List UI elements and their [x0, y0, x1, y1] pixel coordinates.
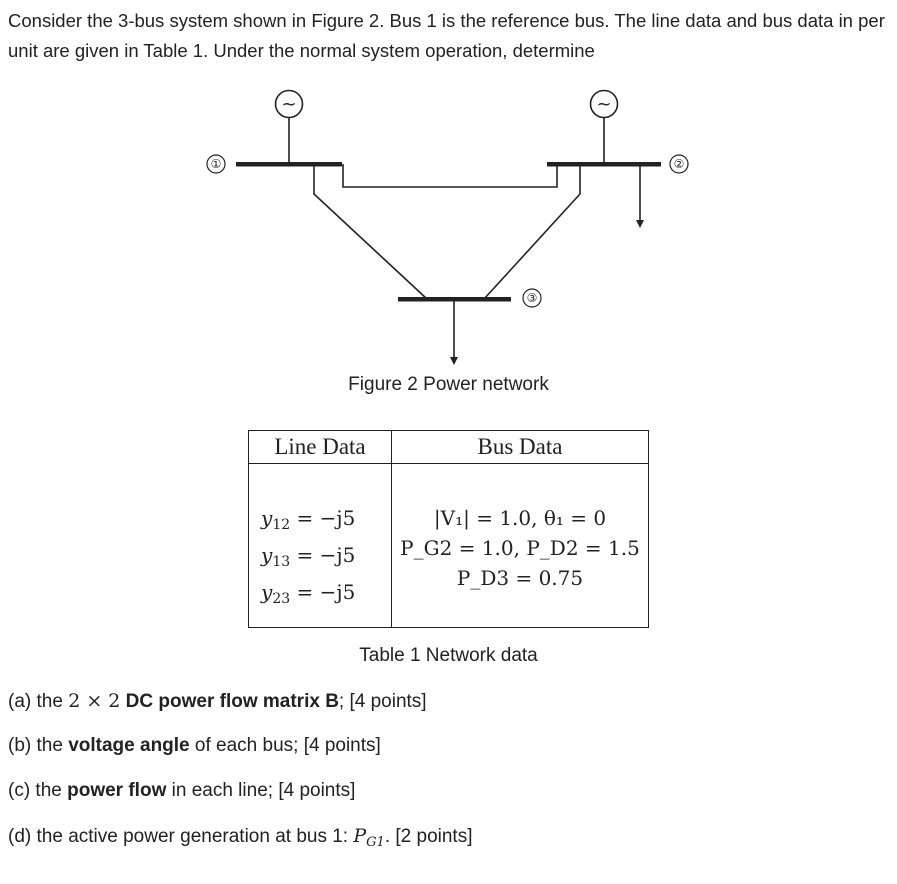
table-caption: Table 1 Network data: [359, 645, 538, 666]
bus-3-bar: [398, 297, 511, 302]
generator-1-icon: [274, 89, 304, 119]
generator-1-symbol: ~: [281, 94, 296, 115]
bus-3-label: ③: [527, 291, 538, 305]
load-arrow-3: [450, 357, 458, 365]
load-arrow-2: [636, 220, 644, 228]
generator-2-symbol: ~: [596, 94, 611, 115]
header-line-data: Line Data: [274, 434, 366, 459]
power-network-diagram: ~ ~ ① ② ③: [206, 89, 689, 365]
problem-statement: Consider the 3-bus system shown in Figur…: [8, 10, 885, 61]
figure-caption: Figure 2 Power network: [348, 374, 549, 395]
generator-2-icon: [589, 89, 619, 119]
question-d: (d) the active power generation at bus 1…: [8, 825, 473, 850]
question-c: (c) the power flow in each line; [4 poin…: [8, 780, 356, 801]
bus-data-row: |V₁| = 1.0, θ₁ = 0: [433, 506, 607, 530]
header-bus-data: Bus Data: [477, 434, 563, 459]
line-data-row: y13 = −j5: [261, 543, 356, 570]
line-data-row: y12 = −j5: [261, 506, 356, 533]
bus-data-row: P_D3 = 0.75: [456, 566, 584, 590]
bus-data-cell: |V₁| = 1.0, θ₁ = 0 P_G2 = 1.0, P_D2 = 1.…: [392, 503, 648, 593]
bus-1-label: ①: [211, 157, 222, 171]
bus-2-label: ②: [674, 157, 685, 171]
bus-2-bar: [547, 162, 661, 167]
line-data-cell: y12 = −j5 y13 = −j5 y23 = −j5: [261, 503, 355, 614]
line-data-row: y23 = −j5: [261, 580, 356, 607]
question-b: (b) the voltage angle of each bus; [4 po…: [8, 735, 381, 756]
bus-1-bar: [236, 162, 342, 167]
question-a: (a) the 2 × 2 DC power flow matrix B; [4…: [8, 690, 427, 712]
network-data-table: Line Data Bus Data y12 = −j5 y13 = −j5 y…: [248, 430, 649, 628]
bus-data-row: P_G2 = 1.0, P_D2 = 1.5: [400, 536, 640, 560]
